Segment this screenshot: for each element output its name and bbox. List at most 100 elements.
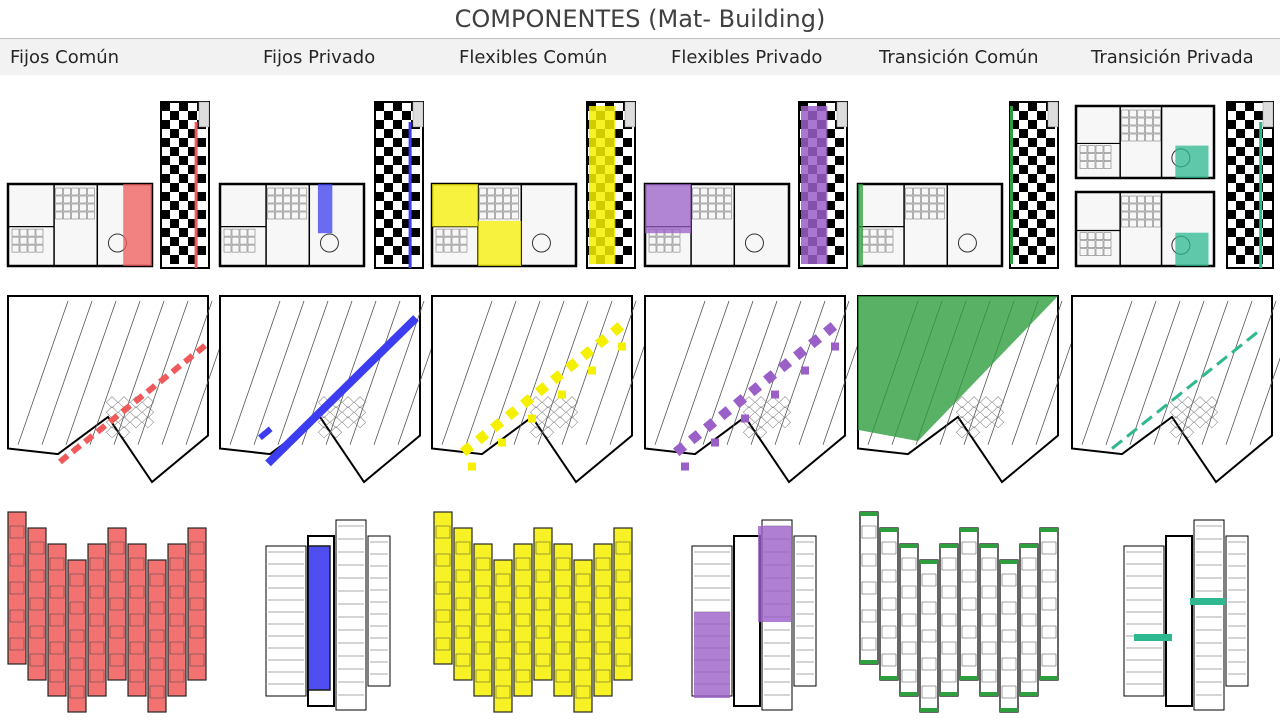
floor-tile (495, 203, 503, 212)
floor-tile (299, 211, 307, 220)
floor-tile (708, 203, 716, 212)
unit-module (329, 416, 343, 429)
checker-cell (1028, 174, 1037, 183)
cluster-cell (1041, 625, 1057, 639)
checker-cell (1037, 165, 1046, 174)
checker-cell (1037, 201, 1046, 210)
checker-cell (1010, 246, 1019, 255)
floor-tile (291, 211, 299, 220)
highlight-mark (520, 394, 535, 409)
floor-tile (877, 236, 886, 245)
diagonal-row (654, 300, 706, 445)
highlight-mark (1126, 427, 1138, 438)
unit-module (754, 406, 768, 419)
cluster-block (335, 519, 367, 711)
floor-tile (239, 236, 248, 245)
highlight-mark (183, 353, 195, 365)
checker-cell (623, 174, 632, 183)
floor-tile (511, 211, 519, 220)
cluster-column (593, 543, 613, 697)
unit-module (979, 406, 993, 419)
diagonal-row (750, 300, 802, 445)
floor-tile (1129, 203, 1137, 212)
floor-tile (239, 228, 248, 237)
checker-cell (411, 246, 420, 255)
floor-plan-outline (856, 182, 1004, 268)
diagonal-row (585, 300, 637, 445)
diagonal-row (1129, 300, 1181, 445)
floor-tile (71, 187, 79, 196)
floor-tile (656, 244, 665, 253)
strip-hatch (836, 101, 848, 128)
highlight-mark (83, 433, 95, 445)
cluster-cell (1041, 653, 1057, 667)
highlight-mark (1000, 560, 1018, 564)
checker-cell (188, 129, 197, 138)
checker-cell (402, 129, 411, 138)
floor-tile (1145, 117, 1153, 126)
site-outline (219, 295, 421, 484)
checker-cell (402, 201, 411, 210)
site-plan-drawings (7, 295, 1280, 484)
highlight-mark (920, 708, 938, 712)
floor-tile (299, 195, 307, 204)
checker-cell (384, 111, 393, 120)
floor-tile (11, 236, 20, 245)
cluster-cell (29, 597, 45, 611)
floor-tile (291, 195, 299, 204)
cluster-cell (169, 557, 185, 571)
floor-tile (451, 228, 460, 237)
checker-cell (375, 192, 384, 201)
highlight-mark (195, 343, 208, 355)
cluster-cell (921, 601, 937, 615)
floor-tile (267, 203, 275, 212)
checker-cell (1254, 165, 1263, 174)
checker-cell (1037, 183, 1046, 192)
checker-cell (1263, 210, 1272, 219)
cluster-column (553, 543, 573, 697)
unit-module (553, 416, 567, 429)
floor-tile (1153, 203, 1161, 212)
cluster-cell (861, 525, 877, 539)
highlight-mark (1186, 379, 1198, 390)
highlight-zone (858, 184, 863, 266)
checker-cell (1236, 237, 1245, 246)
floor-tile (692, 211, 700, 220)
checker-cell (1019, 129, 1028, 138)
unit-module (141, 406, 155, 419)
checker-cell (179, 192, 188, 201)
floor-tile (19, 244, 28, 253)
cluster-column (533, 527, 553, 681)
cluster-cell (435, 637, 451, 651)
checker-cell (1019, 255, 1028, 264)
floor-tile (63, 203, 71, 212)
floor-tile (231, 228, 240, 237)
cluster-cell (495, 657, 511, 671)
checker-cell (170, 111, 179, 120)
floor-plan-outline (218, 182, 366, 268)
highlight-edge (1010, 106, 1013, 264)
checker-cell (1010, 138, 1019, 147)
cluster-cell (9, 637, 25, 651)
cluster-cell (89, 585, 105, 599)
floor-tile (1153, 109, 1161, 118)
floor-tile (1095, 248, 1104, 256)
checker-cell (1028, 228, 1037, 237)
checker-cell (179, 210, 188, 219)
cluster-cell (1001, 657, 1017, 671)
checker-cell (1037, 129, 1046, 138)
checker-cell (1010, 102, 1019, 111)
cluster-cell (169, 641, 185, 655)
floor-tile (648, 244, 657, 253)
checker-cell (1019, 111, 1028, 120)
unit-module (1169, 406, 1183, 419)
highlight-block (758, 526, 792, 622)
cluster-cell (1021, 669, 1037, 683)
cluster-column (919, 559, 939, 713)
highlight-line (194, 122, 198, 268)
floor-tile (27, 228, 36, 237)
unit-module (955, 396, 969, 409)
cluster-cell (595, 557, 611, 571)
highlight-mark (681, 462, 689, 471)
unit-module (353, 406, 367, 419)
